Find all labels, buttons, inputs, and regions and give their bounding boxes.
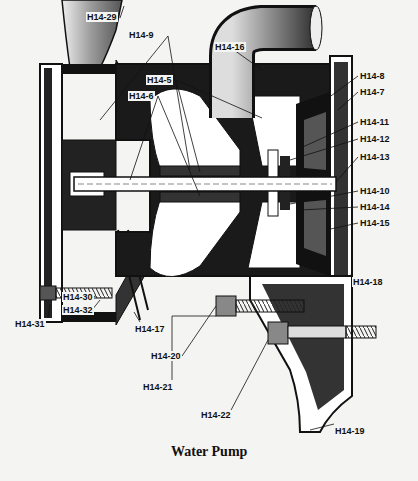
- callout-number: H14-9: [128, 30, 155, 40]
- callout-number: H14-22: [200, 410, 232, 420]
- callout-number: H14-18: [352, 277, 384, 287]
- callout-number: H14-13: [359, 152, 391, 162]
- callout-number: H14-29: [86, 12, 118, 22]
- callout-number: H14-12: [359, 134, 391, 144]
- callout-number: H14-11: [359, 117, 390, 127]
- callout-number: H14-32: [62, 305, 94, 315]
- callout-number: H14-14: [359, 202, 391, 212]
- callout-number: H14-8: [359, 71, 386, 81]
- callout-number: H14-31: [14, 319, 46, 329]
- callout-number: H14-20: [150, 351, 182, 361]
- callout-number: H14-15: [359, 218, 391, 228]
- callout-number: H14-17: [134, 324, 166, 334]
- callout-number: H14-6: [128, 91, 155, 101]
- callout-number: H14-30: [62, 292, 94, 302]
- callout-number: H14-7: [359, 87, 386, 97]
- callout-number: H14-10: [359, 186, 391, 196]
- callout-number: H14-19: [334, 426, 366, 436]
- callout-number: H14-21: [142, 382, 174, 392]
- caption: Water Pump: [171, 444, 247, 460]
- callout-number: H14-5: [146, 75, 173, 85]
- callout-number: H14-16: [214, 42, 246, 52]
